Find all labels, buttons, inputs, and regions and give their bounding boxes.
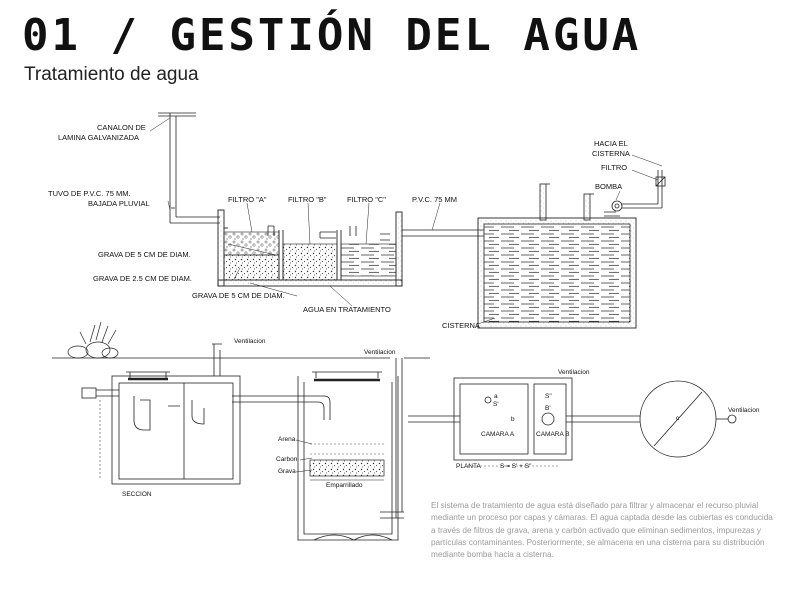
label-canalon-1: CANALON DE: [97, 123, 146, 132]
label-planta: PLANTA: [456, 463, 481, 470]
pvc-pipe: [402, 229, 484, 237]
water-layer-c: [340, 243, 397, 277]
label-bomba: BOMBA: [595, 182, 622, 191]
label-grava-5b: GRAVA DE 5 CM DE DIAM.: [192, 291, 285, 300]
label-agua-tratamiento: AGUA EN TRATAMIENTO: [303, 305, 391, 314]
label-formula: S = S' + S": [500, 463, 532, 470]
gravel-layer-b: [282, 243, 338, 281]
label-seccion: SECCION: [122, 491, 152, 498]
pump: [604, 170, 666, 217]
gravel-layer-a-bottom: [223, 254, 280, 281]
label-pvc: P.V.C. 75 MM: [412, 195, 457, 204]
filter-gravel-layer: [309, 459, 385, 477]
label-canalon-2: LAMINA GALVANIZADA: [58, 133, 139, 142]
label-grava-5a: GRAVA DE 5 CM DE DIAM.: [98, 250, 191, 259]
label-hacia-2: CISTERNA: [592, 149, 630, 158]
filter-chamber-section: [297, 358, 404, 541]
label-arena: Arena: [278, 436, 296, 443]
label-ventilacion-4: Ventilacion: [728, 407, 760, 414]
label-cisterna: CISTERNA: [442, 321, 480, 330]
vegetation: [52, 321, 180, 359]
leader-lines-top: [149, 117, 663, 325]
septic-tank-section: [81, 343, 300, 485]
leader-lines-section: [295, 439, 313, 473]
label-dim-b: b: [511, 416, 515, 423]
label-camara-a: CAMARA A: [481, 431, 515, 438]
gravel-layer-a-top: [223, 231, 280, 256]
label-filtro-a: FILTRO "A": [228, 195, 267, 204]
plan-view: [408, 377, 737, 461]
label-camara-b: CAMARA B: [536, 431, 570, 438]
label-ventilacion-2: Ventilacion: [364, 349, 396, 356]
description-text: El sistema de tratamiento de agua está d…: [431, 501, 773, 560]
label-grava: Grava: [278, 468, 296, 475]
label-grava-25: GRAVA DE 2.5 CM DE DIAM.: [93, 274, 192, 283]
label-dim-a: a: [494, 393, 498, 400]
label-carbon: Carbon: [276, 456, 298, 463]
filter-connecting-pipes: [267, 225, 390, 241]
label-dim-b2: B': [545, 405, 551, 412]
label-ventilacion-1: Ventilacion: [234, 338, 266, 345]
label-ventilacion-3: Ventilacion: [558, 369, 590, 376]
label-tubo-1: TUVO DE P.V.C. 75 MM.: [48, 189, 131, 198]
label-hacia-1: HACIA EL: [594, 139, 628, 148]
page-subtitle: Tratamiento de agua: [24, 64, 199, 85]
cisterna-top-details: [539, 183, 594, 221]
label-filtro: FILTRO: [601, 163, 627, 172]
label-dim-s: S': [493, 401, 499, 408]
page-title: 01 / GESTIÓN DEL AGUA: [22, 10, 642, 61]
label-filtro-c: FILTRO "C": [347, 195, 386, 204]
label-emparrillado: Emparrillado: [326, 482, 363, 489]
downpipe: [169, 116, 220, 224]
label-tubo-2: BAJADA PLUVIAL: [88, 199, 150, 208]
label-dim-c: c: [676, 415, 680, 422]
canalon-gutter: [158, 112, 196, 117]
label-dim-s2: S": [545, 393, 552, 400]
label-filtro-b: FILTRO "B": [288, 195, 327, 204]
